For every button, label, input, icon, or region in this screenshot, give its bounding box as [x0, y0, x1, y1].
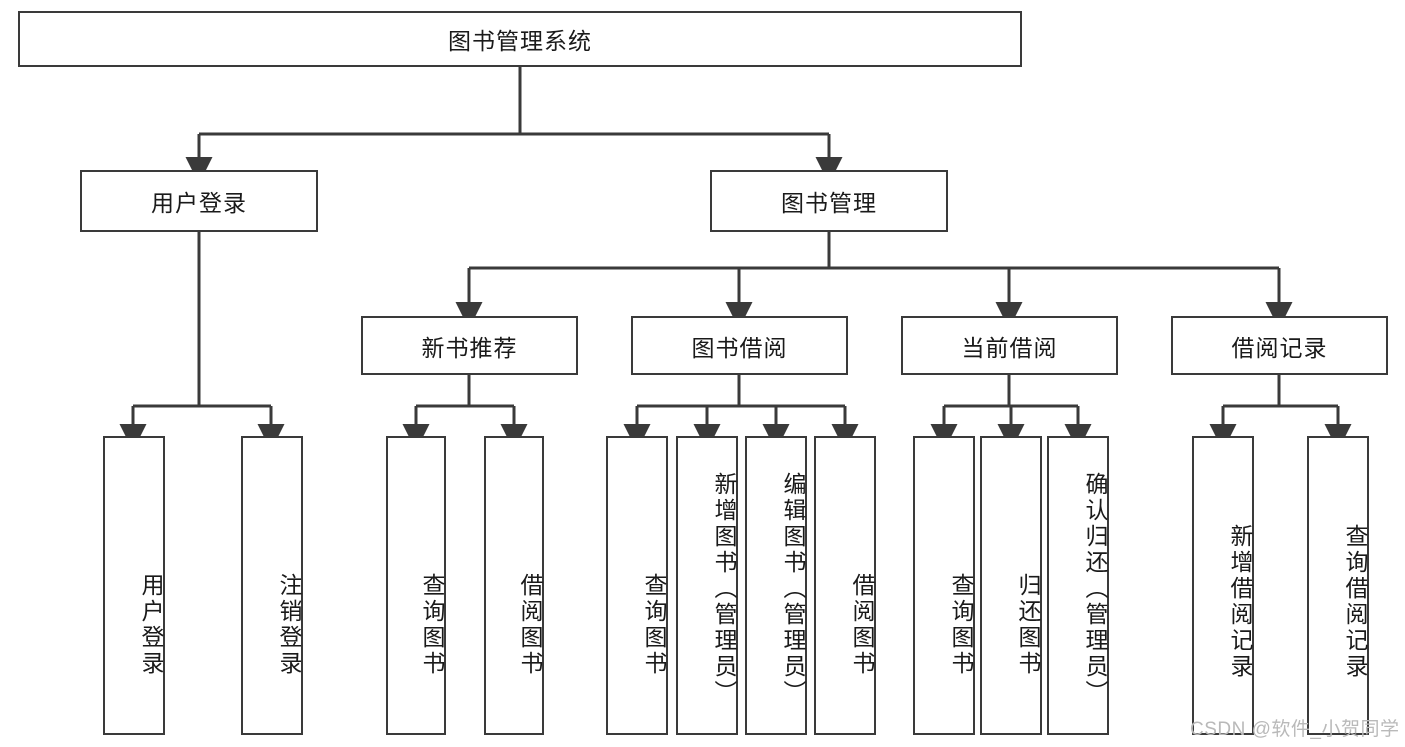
node-label: 借阅图书 — [849, 572, 875, 677]
leaf-current-borrow-return-book[interactable]: 归还图书 — [980, 436, 1042, 735]
node-book-management[interactable]: 图书管理 — [710, 170, 948, 232]
node-label: 归还图书 — [1015, 572, 1041, 677]
node-user-login[interactable]: 用户登录 — [80, 170, 318, 232]
leaf-book-borrow-add-book-admin[interactable]: 新增图书（管理员） — [676, 436, 738, 735]
node-label: 用户登录 — [151, 190, 247, 216]
node-label: 借阅图书 — [517, 572, 543, 677]
csdn-watermark: CSDN @软件_小贺同学 — [1190, 714, 1399, 741]
watermark-text: CSDN @软件_小贺同学 — [1190, 719, 1400, 740]
leaf-user-login-logout[interactable]: 注销登录 — [241, 436, 303, 735]
leaf-current-borrow-confirm-return-admin[interactable]: 确认归还（管理员） — [1047, 436, 1109, 735]
node-label: 查询图书 — [948, 572, 974, 677]
node-label: 用户登录 — [138, 572, 164, 677]
leaf-book-borrow-edit-book-admin[interactable]: 编辑图书（管理员） — [745, 436, 807, 735]
node-label: 图书管理 — [781, 190, 877, 216]
node-label: 新书推荐 — [421, 334, 518, 361]
node-label: 查询图书 — [419, 572, 445, 677]
node-book-borrow[interactable]: 图书借阅 — [631, 316, 848, 375]
leaf-new-book-query-book[interactable]: 查询图书 — [386, 436, 446, 735]
node-current-borrow[interactable]: 当前借阅 — [901, 316, 1118, 375]
node-label: 图书管理系统 — [448, 28, 592, 54]
node-label: 新增图书（管理员） — [711, 471, 737, 706]
node-label: 新增借阅记录 — [1227, 523, 1253, 680]
leaf-book-borrow-borrow-book[interactable]: 借阅图书 — [814, 436, 876, 735]
leaf-borrow-record-add-record[interactable]: 新增借阅记录 — [1192, 436, 1254, 735]
leaf-current-borrow-query-book[interactable]: 查询图书 — [913, 436, 975, 735]
node-label: 查询借阅记录 — [1342, 523, 1368, 680]
node-new-book-recommend[interactable]: 新书推荐 — [361, 316, 578, 375]
leaf-book-borrow-query-book[interactable]: 查询图书 — [606, 436, 668, 735]
node-label: 查询图书 — [641, 572, 667, 677]
node-label: 确认归还（管理员） — [1082, 471, 1108, 706]
node-label: 注销登录 — [276, 572, 302, 677]
leaf-user-login-login[interactable]: 用户登录 — [103, 436, 165, 735]
node-label: 图书借阅 — [691, 334, 788, 361]
leaf-borrow-record-query-record[interactable]: 查询借阅记录 — [1307, 436, 1369, 735]
node-label: 编辑图书（管理员） — [780, 471, 806, 706]
node-label: 当前借阅 — [961, 334, 1058, 361]
node-borrow-record[interactable]: 借阅记录 — [1171, 316, 1388, 375]
leaf-new-book-borrow-book[interactable]: 借阅图书 — [484, 436, 544, 735]
node-root-book-management-system[interactable]: 图书管理系统 — [18, 11, 1022, 67]
node-label: 借阅记录 — [1231, 334, 1328, 361]
